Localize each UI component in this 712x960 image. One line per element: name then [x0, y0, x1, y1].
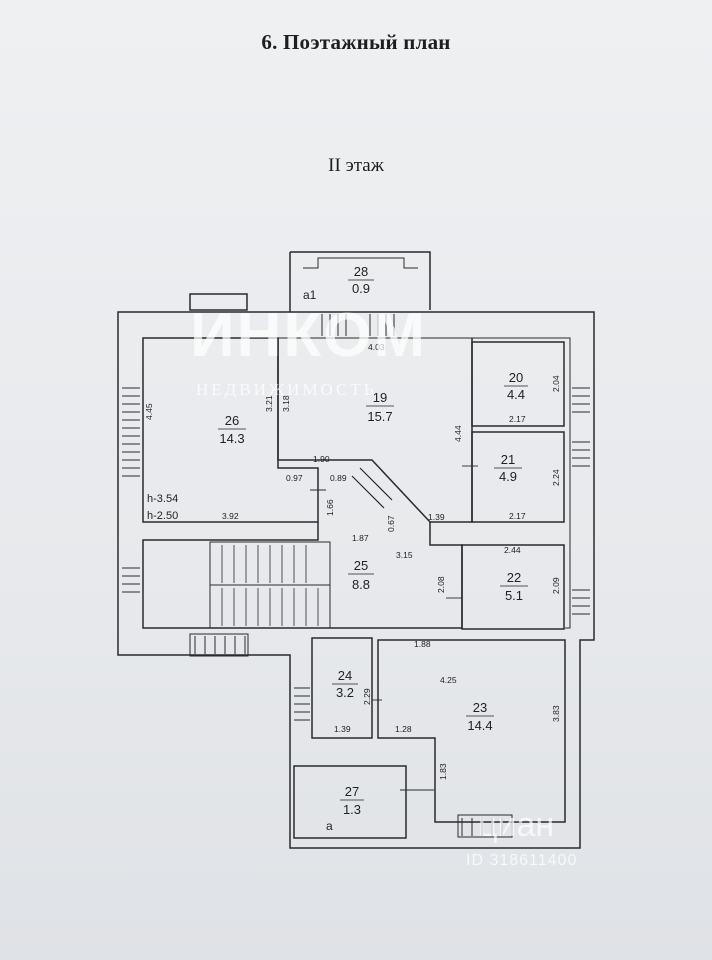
dimension: 0.67	[386, 515, 396, 532]
room-index: a	[326, 819, 333, 833]
dimension: 3.21	[264, 395, 274, 412]
dimension: 3.83	[551, 705, 561, 722]
dimension: 4.25	[440, 675, 457, 685]
room-number: 19	[373, 390, 387, 405]
dimension: 2.29	[362, 688, 372, 705]
room-index: a1	[303, 288, 317, 302]
window-marks	[122, 314, 590, 836]
dimension: 0.89	[330, 473, 347, 483]
dimension: 1.28	[395, 724, 412, 734]
room-number: 25	[354, 558, 368, 573]
stair-treads	[221, 545, 319, 626]
brand-watermark-subtitle: НЕДВИЖИМОСТЬ	[196, 380, 377, 399]
cian-watermark: циан	[478, 806, 555, 844]
dimension: 2.17	[509, 414, 526, 424]
dimension: 3.18	[281, 395, 291, 412]
room-number: 22	[507, 570, 521, 585]
dimension: 2.17	[509, 511, 526, 521]
floor-label: II этаж	[328, 155, 384, 176]
dimension: 0.97	[286, 473, 303, 483]
room-area: 4.4	[507, 387, 525, 402]
room-area: 4.9	[499, 469, 517, 484]
room-number: 20	[509, 370, 523, 385]
dimension: 1.66	[325, 499, 335, 516]
plan-walls	[117, 251, 595, 849]
door-marks	[310, 465, 478, 791]
room-area: 14.3	[219, 431, 244, 446]
dimension: 2.44	[504, 545, 521, 555]
dimension: 1.87	[352, 533, 369, 543]
dimension: 2.08	[436, 576, 446, 593]
room-number: 24	[338, 668, 352, 683]
room-area: 14.4	[467, 718, 492, 733]
dimension: 1.83	[438, 763, 448, 780]
dimension: 3.92	[222, 511, 239, 521]
dimension: 1.88	[414, 639, 431, 649]
listing-id-watermark: ID 318611400	[466, 852, 578, 869]
room-number: 27	[345, 784, 359, 799]
room-number: 23	[473, 700, 487, 715]
room-number: 26	[225, 413, 239, 428]
page-title: 6. Поэтажный план	[261, 30, 451, 54]
dimension: 4.44	[453, 425, 463, 442]
room-area: 5.1	[505, 588, 523, 603]
room-labels: 28 0.9 19 15.7 20 4.4 26 14.3 21 4.9 25 …	[218, 264, 528, 817]
dimension: 2.04	[551, 375, 561, 392]
room-area: 1.3	[343, 802, 361, 817]
ceiling-height: h-2.50	[147, 510, 178, 522]
dimension-labels: 4.45 3.21 3.18 4.44 2.04 2.17 2.24 2.17 …	[144, 288, 561, 833]
ceiling-height: h-3.54	[147, 493, 178, 505]
room-number: 28	[354, 264, 368, 279]
dimension: 4.03	[368, 342, 385, 352]
dimension: 2.09	[551, 577, 561, 594]
room-area: 0.9	[352, 281, 370, 296]
dimension: 1.90	[313, 454, 330, 464]
room-area: 15.7	[367, 409, 392, 424]
room-number: 21	[501, 452, 515, 467]
dimension: 4.45	[144, 403, 154, 420]
brand-watermark: ИНКОМ	[190, 301, 428, 370]
room-area: 8.8	[352, 577, 370, 592]
dimension: 1.39	[334, 724, 351, 734]
room-area: 3.2	[336, 685, 354, 700]
dimension: 3.15	[396, 550, 413, 560]
dimension: 2.24	[551, 469, 561, 486]
dimension: 1.39	[428, 512, 445, 522]
